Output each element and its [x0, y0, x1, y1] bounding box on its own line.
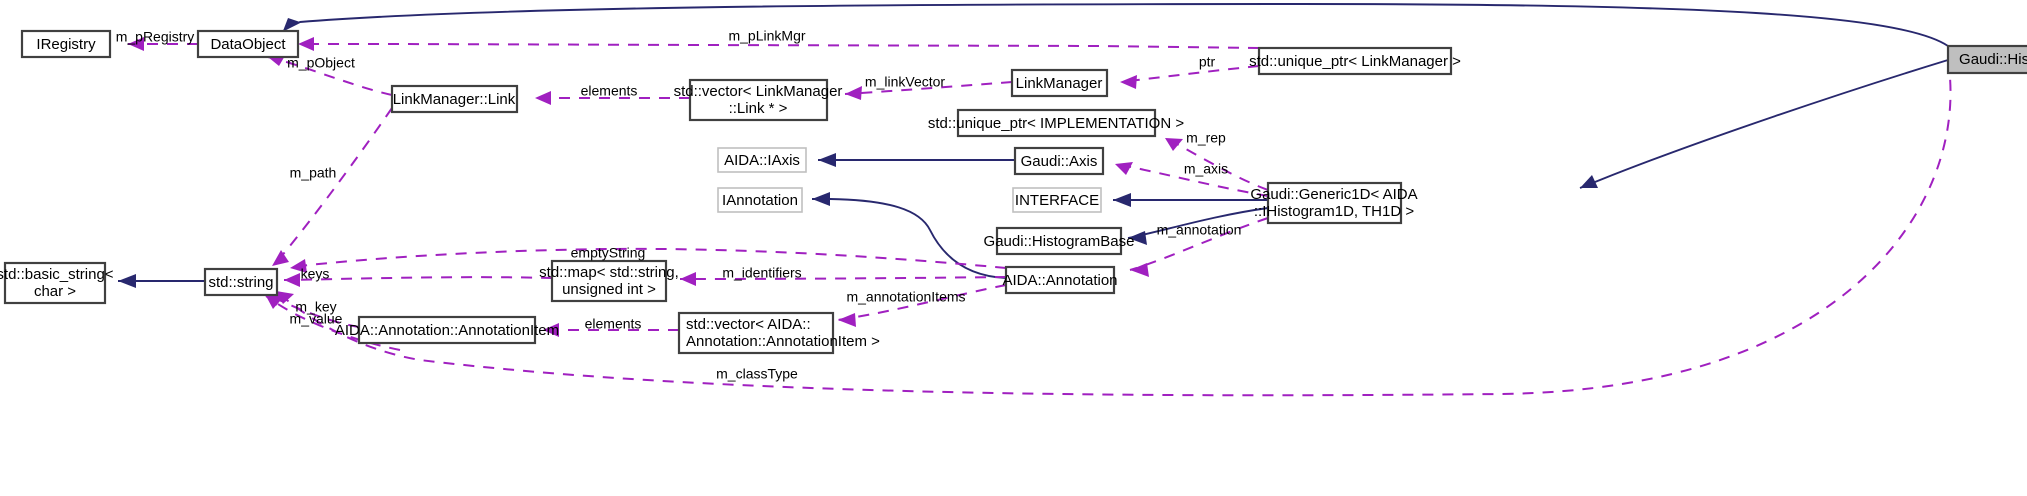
edge-annotation-vectorannitem [837, 284, 1007, 327]
node-interface[interactable]: INTERFACE [1012, 187, 1102, 213]
node-std-map[interactable]: std::map< std::string, unsigned int > [539, 259, 679, 303]
node-aida-iaxis-label: AIDA::IAxis [724, 152, 800, 169]
node-linkmanager-link-label: LinkManager::Link [393, 91, 516, 108]
edge-linkmanager-vectorlink [844, 81, 1013, 100]
edge-link-stdstring-path [271, 107, 393, 267]
node-unique-ptr-linkmanager-label: std::unique_ptr< LinkManager > [1249, 53, 1461, 70]
node-basic-string-label-1: std::basic_string< [0, 266, 114, 283]
node-vector-annotationitem[interactable]: std::vector< AIDA:: Annotation::Annotati… [677, 311, 880, 355]
node-aida-annotation-label: AIDA::Annotation [1002, 272, 1117, 289]
edge-annotationitem-stdstring-value [265, 295, 401, 351]
edge-label-m-key: m_key [295, 299, 336, 315]
edge-stdmap-stdstring [284, 273, 553, 287]
edge-generic1d-interface [1113, 193, 1268, 207]
node-linkmanager[interactable]: LinkManager [1010, 68, 1109, 98]
node-basic-string-label-2: char > [34, 283, 76, 300]
edge-label-m-linkvector: m_linkVector [865, 74, 945, 90]
edge-label-m-axis: m_axis [1184, 161, 1228, 177]
node-gaudi-histogrambase-label: Gaudi::HistogramBase [984, 233, 1135, 250]
node-std-map-label-1: std::map< std::string, [539, 264, 679, 281]
edge-label-ptr: ptr [1199, 54, 1216, 70]
edge-annotation-iannotation [812, 192, 1007, 279]
node-aida-iaxis[interactable]: AIDA::IAxis [717, 147, 807, 173]
node-vector-link-label-2: ::Link * > [729, 100, 788, 117]
node-std-map-label-2: unsigned int > [562, 281, 656, 298]
edge-label-elements-ann: elements [585, 316, 642, 332]
node-vector-annotationitem-label-2: Annotation::AnnotationItem > [686, 333, 880, 350]
node-linkmanager-label: LinkManager [1016, 75, 1103, 92]
edge-generic1d-gaudiaxis [1114, 162, 1269, 197]
node-basic-string[interactable]: std::basic_string< char > [0, 261, 114, 305]
edge-annotation-stdstring-empty [289, 247, 1007, 273]
node-std-string[interactable]: std::string [203, 267, 279, 297]
node-dataobject[interactable]: DataObject [196, 29, 300, 59]
node-unique-ptr-implementation[interactable]: std::unique_ptr< IMPLEMENTATION > [928, 108, 1184, 138]
node-annotationitem[interactable]: AIDA::Annotation::AnnotationItem [335, 315, 559, 345]
edge-dataobject-iregistry [128, 37, 198, 51]
node-gaudi-generic1d-label-2: ::IHistogram1D, TH1D > [1254, 203, 1414, 220]
edge-uptrlinkmgr-dataobject [298, 37, 1260, 51]
edge-histogram1d-stdstring-classtype [275, 59, 1952, 397]
node-gaudi-axis-label: Gaudi::Axis [1021, 153, 1098, 170]
edge-label-emptystring: emptyString [571, 245, 646, 261]
edge-histogram1d-generic1d [1579, 59, 1949, 189]
edge-vectorannitem-annotationitem [543, 323, 679, 337]
edge-annotation-stdmap [680, 272, 1007, 286]
edge-label-m-path: m_path [290, 165, 337, 181]
node-gaudi-histogrambase[interactable]: Gaudi::HistogramBase [984, 226, 1135, 256]
node-vector-link[interactable]: std::vector< LinkManager ::Link * > [674, 78, 843, 122]
node-iannotation[interactable]: IAnnotation [717, 187, 803, 213]
edge-label-m-identifiers: m_identifiers [722, 265, 801, 281]
edge-label-m-pobject: m_pObject [287, 55, 355, 71]
edge-label-m-rep: m_rep [1186, 130, 1226, 146]
node-aida-annotation[interactable]: AIDA::Annotation [1002, 265, 1118, 295]
node-iregistry[interactable]: IRegistry [20, 29, 112, 59]
edge-label-m-value: m_value [290, 311, 343, 327]
node-interface-label: INTERFACE [1015, 192, 1099, 209]
edge-generic1d-uptrimpl [1164, 137, 1269, 191]
node-gaudi-histogram1d-label: Gaudi::Histogram1D [1959, 51, 2027, 68]
edge-label-m-annotationitems: m_annotationItems [846, 289, 965, 305]
edge-label-m-plinkmgr: m_pLinkMgr [728, 28, 805, 44]
edge-label-m-annotation: m_annotation [1157, 222, 1242, 238]
node-iannotation-label: IAnnotation [722, 192, 798, 209]
node-dataobject-label: DataObject [210, 36, 286, 53]
node-gaudi-histogram1d[interactable]: Gaudi::Histogram1D [1946, 44, 2027, 75]
edge-label-m-pregistry: m_pRegistry [116, 29, 195, 45]
edge-stdstring-basicstring [118, 274, 205, 288]
edge-gaudiaxis-iaxis [818, 153, 1015, 167]
edge-label-m-classtype: m_classType [716, 366, 798, 382]
node-unique-ptr-implementation-label: std::unique_ptr< IMPLEMENTATION > [928, 115, 1184, 132]
edge-generic1d-annotation [1129, 217, 1269, 277]
edges-layer [118, 3, 1952, 397]
nodes-layer: IRegistry DataObject LinkManager::Link s… [0, 29, 2027, 355]
node-linkmanager-link[interactable]: LinkManager::Link [390, 84, 519, 114]
node-unique-ptr-linkmanager[interactable]: std::unique_ptr< LinkManager > [1249, 46, 1461, 76]
node-annotationitem-label: AIDA::Annotation::AnnotationItem [335, 322, 559, 339]
edge-label-elements-link: elements [581, 83, 638, 99]
node-iregistry-label: IRegistry [36, 36, 96, 53]
node-gaudi-generic1d[interactable]: Gaudi::Generic1D< AIDA ::IHistogram1D, T… [1250, 181, 1418, 225]
edge-histogram1d-dataobject [283, 3, 1949, 47]
node-gaudi-axis[interactable]: Gaudi::Axis [1013, 146, 1105, 176]
edge-uptrlinkmgr-linkmanager [1119, 65, 1260, 89]
edge-generic1d-histogrambase [1127, 207, 1269, 245]
edge-label-keys: keys [301, 266, 330, 282]
edge-labels-layer: m_pRegistry m_pLinkMgr m_pObject element… [116, 28, 1242, 382]
node-vector-annotationitem-label-1: std::vector< AIDA:: [686, 316, 811, 333]
node-std-string-label: std::string [208, 274, 273, 291]
edge-vectorlink-link [535, 91, 690, 105]
node-vector-link-label-1: std::vector< LinkManager [674, 83, 843, 100]
node-gaudi-generic1d-label-1: Gaudi::Generic1D< AIDA [1250, 186, 1417, 203]
